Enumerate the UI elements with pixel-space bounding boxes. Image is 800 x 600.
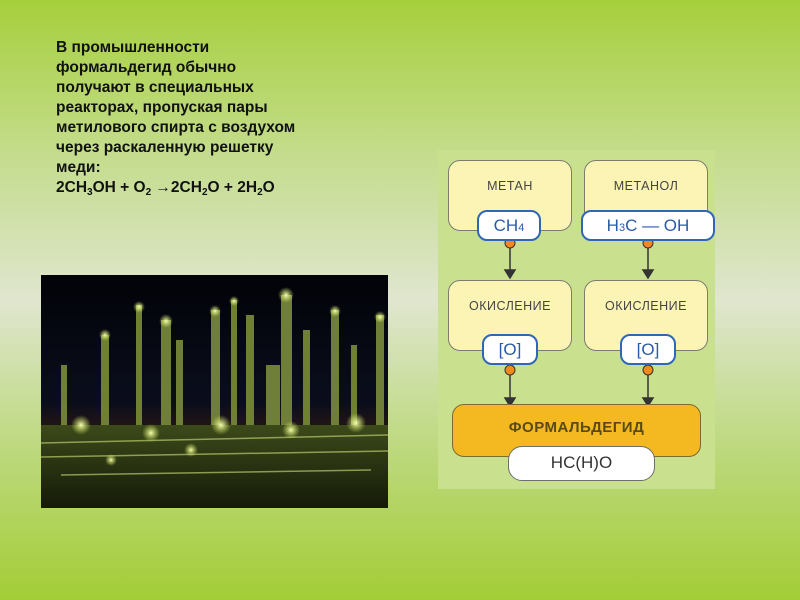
oxidant-right: [O] [620,334,676,365]
methane-label: МЕТАН [487,179,533,193]
dot-right-bottom [642,364,654,376]
oxidation-box-left: ОКИСЛЕНИЕ [448,280,572,351]
text-line-1: В промышленности [56,39,210,56]
text-line-3: получают в специальных [56,79,254,96]
formaldehyde-diagram: МЕТАН CH4 МЕТАНОЛ H3C — OH ОКИСЛЕНИЕ [O]… [438,150,715,489]
arrowhead-left-top [503,269,517,280]
plant-illustration [41,275,388,508]
methane-formula: CH4 [477,210,541,241]
methanol-formula: H3C — OH [581,210,715,241]
text-line-7: меди: [56,159,101,176]
industrial-plant-photo [41,275,388,508]
oxidation-label-left: ОКИСЛЕНИЕ [469,299,551,313]
description-text: В промышленности формальдегид обычно пол… [56,38,396,198]
text-line-5: метилового спирта с воздухом [56,119,296,136]
oxidant-left: [O] [482,334,538,365]
flow-arrows [503,237,655,408]
formaldehyde-label: ФОРМАЛЬДЕГИД [508,419,645,436]
oxidation-label-right: ОКИСЛЕНИЕ [605,299,687,313]
text-line-6: через раскаленную решетку [56,139,274,156]
methanol-label: МЕТАНОЛ [613,179,679,193]
arrowhead-right-bottom [641,397,655,408]
text-line-4: реакторах, пропуская пары [56,99,268,116]
arrowhead-right-top [641,269,655,280]
arrowhead-left-bottom [503,397,517,408]
dot-left-bottom [504,364,516,376]
reaction-equation: 2CH3OH + O2 →2CH2O + 2H2O [56,179,275,198]
formaldehyde-box: ФОРМАЛЬДЕГИД [452,404,701,457]
formaldehyde-formula: HC(H)O [508,446,655,481]
text-line-2: формальдегид обычно [56,59,237,76]
